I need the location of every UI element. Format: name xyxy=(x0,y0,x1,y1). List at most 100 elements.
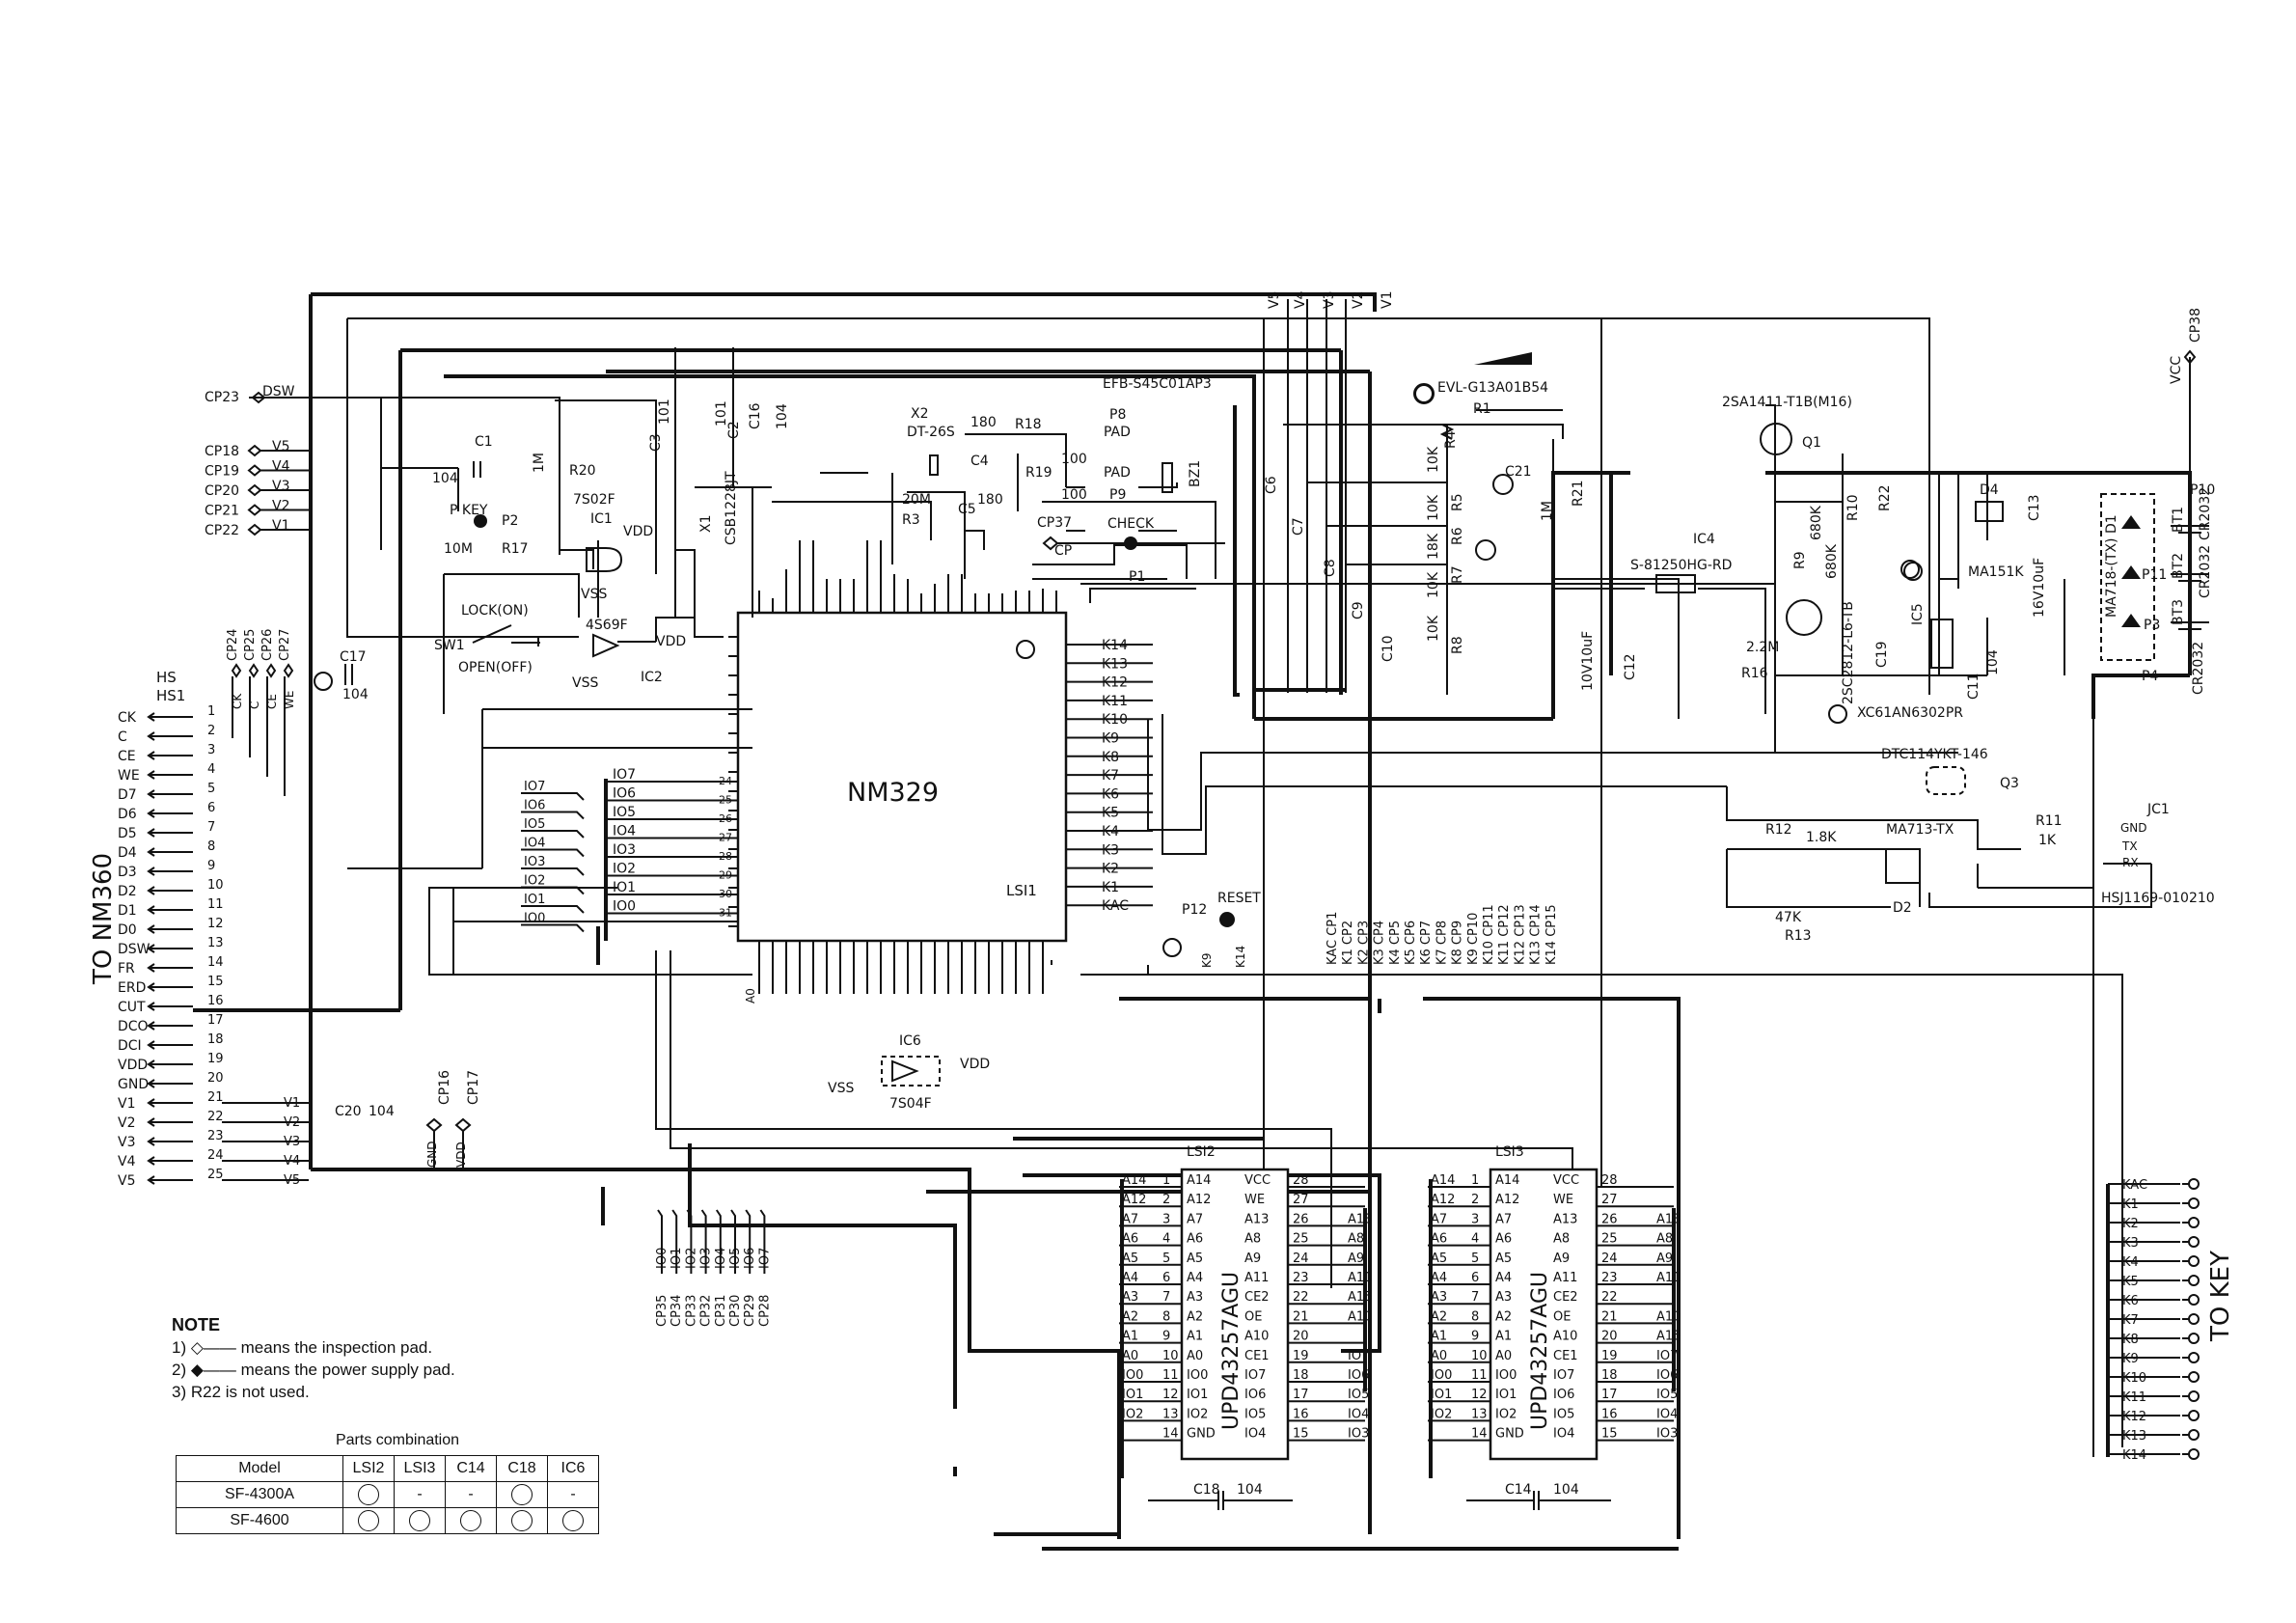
lsi-left-sig: A14 xyxy=(1431,1173,1455,1188)
k18-label: 18K xyxy=(1426,533,1441,560)
cp16-label: CP16 xyxy=(437,1070,452,1105)
bottom-cp-label: K14 CP15 xyxy=(1544,904,1559,965)
d2-diode xyxy=(1885,848,1921,884)
lsi-right-sig: A8 xyxy=(1348,1232,1364,1247)
note-line-2: 2) ◆—— means the power supply pad. xyxy=(172,1361,455,1379)
lsi-left-num: 11 xyxy=(1471,1368,1488,1383)
col-lsi3: LSI3 xyxy=(394,1455,446,1482)
contrast-wedge-icon xyxy=(1474,352,1532,365)
connector-pin-name: DSW xyxy=(118,942,150,957)
io-cp-wire xyxy=(715,1209,722,1274)
note-line-3: 3) R22 is not used. xyxy=(172,1383,310,1401)
io-cp-label: CP35 xyxy=(655,1295,670,1327)
bottom-cp-label: K2 CP3 xyxy=(1356,921,1371,965)
parts-cell xyxy=(445,1507,497,1534)
r19v-label: 100 xyxy=(1061,487,1087,503)
parts-cell: - xyxy=(445,1481,497,1508)
key-terminal xyxy=(2188,1448,2200,1460)
v-label: V4 xyxy=(272,459,290,475)
io-bus-label: IO6 xyxy=(524,799,545,813)
d1-label: MA718-(TX) D1 xyxy=(2104,514,2119,618)
lsi-right-in: A8 xyxy=(1553,1232,1570,1247)
parts-cell: - xyxy=(394,1481,446,1508)
r9v-label: 680K xyxy=(1809,505,1824,540)
lsi-left-num: 4 xyxy=(1162,1232,1170,1247)
key-terminal xyxy=(2188,1333,2200,1344)
r18-label: R18 xyxy=(1015,417,1042,432)
connector-pin-number: 21 xyxy=(207,1090,224,1105)
lsi-right-num: 17 xyxy=(1293,1388,1309,1402)
io-cp-label: CP31 xyxy=(714,1295,728,1327)
lsi-left-num: 9 xyxy=(1162,1330,1170,1344)
v-label: V3 xyxy=(272,479,289,494)
io-cp-label: CP32 xyxy=(699,1295,714,1327)
check-area: CP37 CP CHECK P1 xyxy=(1037,515,1225,585)
note-line-1: 1) ◇—— means the inspection pad. xyxy=(172,1338,433,1357)
lsi-right-sig: A10 xyxy=(1656,1309,1681,1324)
x2-crystal xyxy=(929,454,939,476)
lsi-right-in: A10 xyxy=(1244,1330,1269,1344)
lsi-left-sig: A1 xyxy=(1122,1330,1138,1344)
cp37-label: CP37 xyxy=(1037,515,1072,531)
c11v-label: 104 xyxy=(1985,649,2001,675)
lsi-left-sig: IO1 xyxy=(1122,1388,1143,1402)
connector-pin-number: 12 xyxy=(207,917,224,931)
r10-label: R10 xyxy=(1845,494,1861,521)
table-row: SF-4300A --- xyxy=(176,1481,599,1508)
lsi-left-in: IO2 xyxy=(1187,1407,1208,1421)
io-bus-wire xyxy=(521,923,585,933)
s81-label: S-81250HG-RD xyxy=(1630,558,1732,573)
key-label: K13 xyxy=(2122,1429,2146,1444)
cp-wire xyxy=(247,483,311,497)
p3-label: P3 xyxy=(2144,618,2160,633)
lsi-left-num: 4 xyxy=(1471,1232,1479,1247)
c14-label: C14 xyxy=(1505,1482,1532,1498)
lsi-right-in: A10 xyxy=(1553,1330,1577,1344)
connector-pin-name: V4 xyxy=(118,1154,136,1169)
lsi-right-sig: IO3 xyxy=(1656,1427,1678,1442)
gnd-label: GND xyxy=(2120,821,2147,835)
lsi-right-in: A11 xyxy=(1244,1271,1269,1285)
lsi-right-in: WE xyxy=(1244,1193,1265,1207)
key-terminal xyxy=(2188,1197,2200,1209)
bottom-k14-label: K14 xyxy=(1234,946,1247,968)
circle-mark-icon xyxy=(358,1510,379,1531)
wiring-thin xyxy=(346,299,2152,1457)
lsi-left-sig: A3 xyxy=(1122,1290,1138,1305)
vcc-label: VCC xyxy=(2169,356,2184,384)
lsi-left-num: 5 xyxy=(1471,1252,1479,1266)
key-terminal xyxy=(2188,1255,2200,1267)
lsi-left-num: 12 xyxy=(1162,1388,1179,1402)
key-terminal xyxy=(2188,1410,2200,1421)
bz1-label: BZ1 xyxy=(1188,460,1203,487)
connector-pin-name: D5 xyxy=(118,826,137,841)
ma151-label: MA151K xyxy=(1968,564,2024,580)
lsi-left-in: A5 xyxy=(1495,1252,1512,1266)
connector-pin-arrow xyxy=(147,751,157,760)
lsi-right-sig: A11 xyxy=(1656,1271,1681,1285)
lsi-left-sig: A12 xyxy=(1431,1193,1455,1207)
r9-label: R9 xyxy=(1792,551,1808,569)
c17v-label: 104 xyxy=(342,687,369,702)
lsi-left-in: GND xyxy=(1187,1427,1216,1442)
lsi-right-num: 22 xyxy=(1601,1290,1618,1305)
connector-pin-name: C xyxy=(118,729,127,745)
lsi-left-sig: A6 xyxy=(1122,1232,1138,1247)
c21-label: C21 xyxy=(1505,464,1532,480)
r1-label: R1 xyxy=(1473,401,1491,417)
connector-pin-name: DCI xyxy=(118,1038,142,1054)
pad2-label: PAD xyxy=(1104,465,1131,481)
io-bus-wire xyxy=(521,830,585,839)
key-label: K5 xyxy=(2122,1275,2139,1289)
r22-label: R22 xyxy=(1877,484,1893,511)
cp23-group: CP23 DSW xyxy=(205,384,381,405)
lsi-right-num: 27 xyxy=(1601,1193,1618,1207)
v2-rail: V2 xyxy=(1351,291,1366,309)
key-label: K14 xyxy=(2122,1448,2146,1463)
cap-bank: C3 101 C2 101 C16 104 X1 CSB1228JT xyxy=(648,399,790,545)
lsi-right-in: A8 xyxy=(1244,1232,1261,1247)
connector-pin-arrow xyxy=(147,1137,157,1146)
p2-label: P2 xyxy=(502,513,518,529)
connector-pin-number: 3 xyxy=(207,743,215,757)
